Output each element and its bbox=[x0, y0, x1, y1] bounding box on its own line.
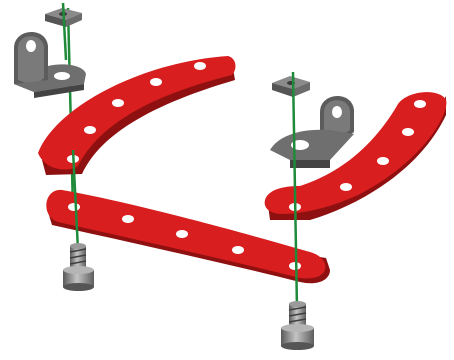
strip-hole bbox=[150, 78, 162, 86]
angle-bracket-right bbox=[270, 96, 354, 168]
bolt-right bbox=[281, 301, 314, 350]
strip-hole bbox=[122, 215, 134, 223]
strip-hole bbox=[84, 126, 96, 134]
strip-hole bbox=[194, 62, 206, 70]
strip-hole bbox=[112, 99, 124, 107]
strip-hole bbox=[377, 157, 389, 165]
strip-hole bbox=[402, 128, 414, 136]
assembly-axis-left-upper bbox=[68, 8, 73, 210]
angle-bracket-left bbox=[14, 32, 86, 98]
bolt-left bbox=[63, 243, 94, 291]
square-nut-right bbox=[272, 76, 310, 97]
strip-hole bbox=[68, 203, 80, 211]
strip-hole bbox=[340, 183, 352, 191]
strip-hole bbox=[176, 230, 188, 238]
strip-hole bbox=[232, 246, 244, 254]
strip-hole bbox=[414, 100, 426, 108]
